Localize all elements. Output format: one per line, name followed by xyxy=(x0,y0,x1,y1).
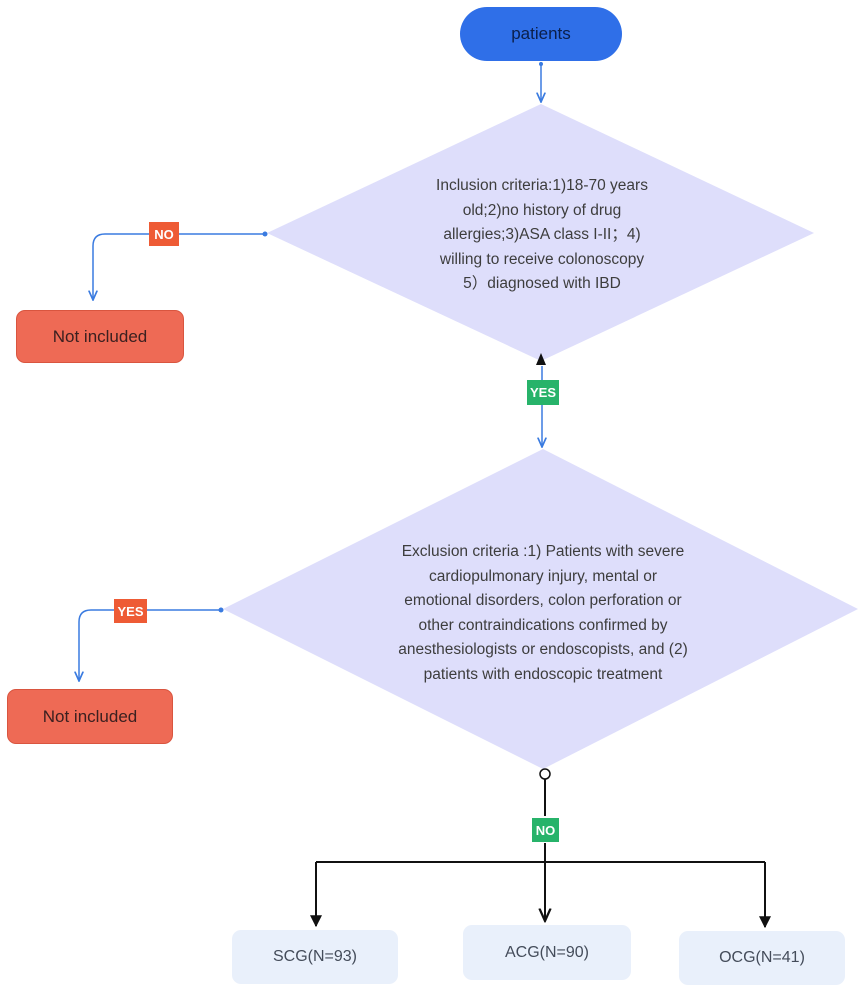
group-box-acg: ACG(N=90) xyxy=(463,925,631,980)
arrowhead-up-icon xyxy=(536,353,546,365)
not-included-box-inclusion: Not included xyxy=(16,310,184,363)
exclusion-line: patients with endoscopic treatment xyxy=(423,665,663,683)
connector-dot-inclusion-no xyxy=(262,231,268,237)
not-included-label: Not included xyxy=(52,326,148,346)
exclusion-decision-shape xyxy=(223,449,858,769)
start-node-patients: patients xyxy=(460,7,622,61)
inclusion-line: 5）diagnosed with IBD xyxy=(463,275,621,292)
connector-inclusion-no xyxy=(93,233,265,300)
inclusion-line: Inclusion criteria:1)18-70 years xyxy=(436,177,648,194)
connector-exclusion-yes xyxy=(79,609,221,681)
exclusion-no-badge: NO xyxy=(532,818,559,842)
connector-dot-exclusion-yes xyxy=(218,607,224,613)
connector-dot-start xyxy=(539,62,543,66)
group-label: ACG(N=90) xyxy=(504,943,590,961)
exclusion-line: anesthesiologists or endoscopists, and (… xyxy=(398,641,688,658)
group-label: SCG(N=93) xyxy=(272,948,358,965)
exclusion-line: emotional disorders, colon perforation o… xyxy=(404,592,682,609)
start-node-label: patients xyxy=(511,24,571,43)
inclusion-line: allergies;3)ASA class I-II；4) xyxy=(443,226,641,243)
not-included-box-exclusion: Not included xyxy=(7,689,173,744)
inclusion-line: willing to receive colonoscopy xyxy=(439,250,645,268)
exclusion-line: cardiopulmonary injury, mental or xyxy=(428,567,657,585)
inclusion-line: old;2)no history of drug xyxy=(462,201,622,219)
inclusion-yes-badge: YES xyxy=(527,380,559,405)
exclusion-criteria-text: Exclusion criteria :1) Patients with sev… xyxy=(374,540,712,687)
inclusion-criteria-text: Inclusion criteria:1)18-70 years old;2)n… xyxy=(398,174,686,297)
not-included-label: Not included xyxy=(42,706,138,726)
inclusion-decision-shape xyxy=(267,104,814,361)
exclusion-line: other contraindications confirmed by xyxy=(418,616,668,634)
inclusion-no-badge: NO xyxy=(149,222,179,246)
group-box-scg: SCG(N=93) xyxy=(232,930,398,984)
connector-origin-circle xyxy=(539,768,551,780)
exclusion-yes-badge: YES xyxy=(114,599,147,623)
exclusion-line: Exclusion criteria :1) Patients with sev… xyxy=(401,543,685,560)
group-box-ocg: OCG(N=41) xyxy=(679,931,845,985)
group-label: OCG(N=41) xyxy=(719,949,805,966)
